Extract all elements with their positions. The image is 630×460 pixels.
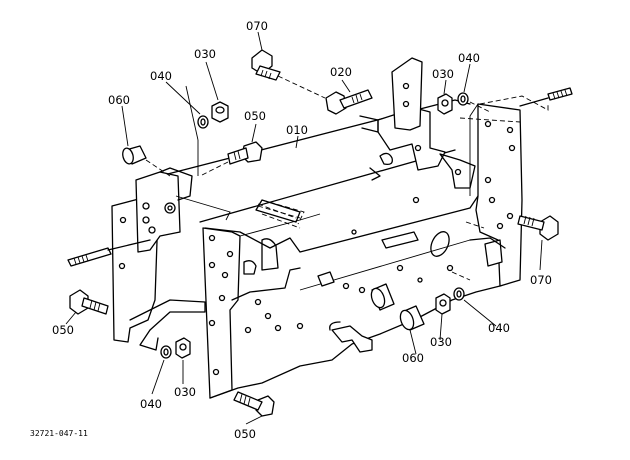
label-020: 020: [330, 65, 352, 79]
threaded-rod-right: [519, 87, 573, 107]
nut-030-top-left: [211, 101, 229, 123]
bolt-070-top: [251, 49, 326, 99]
label-040-top-left: 040: [150, 69, 172, 83]
threaded-rod-left: [67, 239, 151, 267]
label-070-right: 070: [530, 273, 552, 287]
washer-040-top-left: [197, 115, 209, 129]
bolt-050-top: [199, 141, 263, 177]
label-060-top-left: 060: [108, 93, 130, 107]
washer-040-top-right: [457, 92, 491, 113]
nut-030-top-right: [437, 93, 453, 115]
label-040-bottom-left: 040: [140, 397, 162, 411]
washer-040-bottom-right: [453, 287, 465, 301]
main-frame: [111, 57, 549, 399]
label-010: 010: [286, 123, 308, 137]
label-030-bottom-right: 030: [430, 335, 452, 349]
bushing-060-bottom: [370, 283, 425, 331]
label-050-left: 050: [52, 323, 74, 337]
bushing-060-top-left: [122, 145, 171, 177]
label-070-top: 070: [246, 19, 268, 33]
label-060-bottom: 060: [402, 351, 424, 365]
label-040-bottom-right: 040: [488, 321, 510, 335]
label-050-bottom: 050: [234, 427, 256, 441]
label-050-top: 050: [244, 109, 266, 123]
washer-040-bottom-left: [160, 345, 172, 359]
label-030-bottom-left: 030: [174, 385, 196, 399]
label-030-top-right: 030: [432, 67, 454, 81]
bolt-070-right: [517, 215, 559, 241]
nut-030-bottom-right: [435, 293, 451, 315]
drawing-code: 32721-047-11: [30, 429, 88, 438]
bolt-050-bottom: [233, 391, 275, 417]
nut-030-bottom-left: [175, 337, 191, 359]
leader-lines: [65, 31, 543, 425]
bolt-050-left: [69, 289, 109, 315]
bolt-020: [325, 89, 373, 115]
label-040-top-right: 040: [458, 51, 480, 65]
label-030-top-left: 030: [194, 47, 216, 61]
